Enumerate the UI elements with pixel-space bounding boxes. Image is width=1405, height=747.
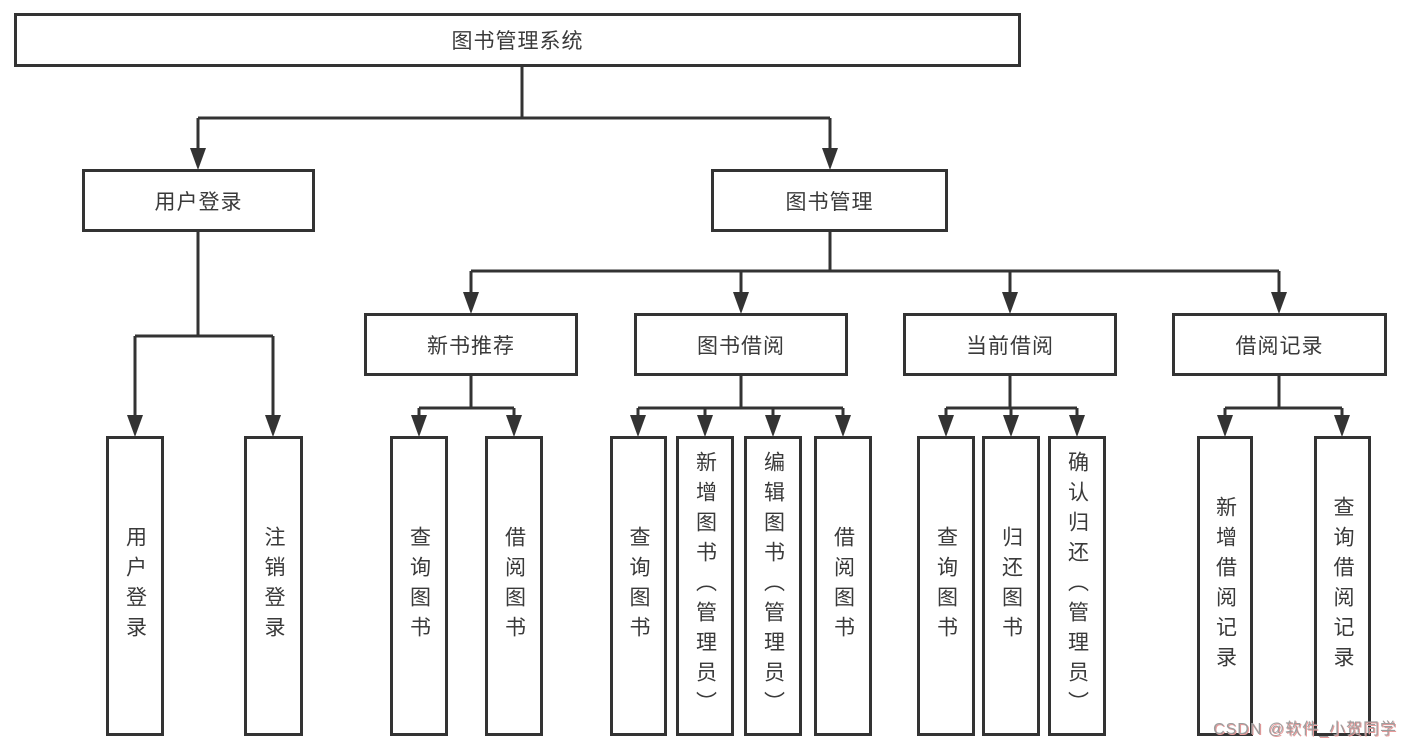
leaf-query-borrow-record: 查询借阅记录 <box>1314 436 1371 736</box>
leaf-query-books-recommend: 查询图书 <box>390 436 448 736</box>
node-new-book-recommendation: 新书推荐 <box>364 313 578 376</box>
leaf-logout-login-label: 注销登录 <box>262 526 285 646</box>
leaf-logout-login: 注销登录 <box>244 436 303 736</box>
node-library-management-system: 图书管理系统 <box>14 13 1021 67</box>
node-borrowing-records: 借阅记录 <box>1172 313 1387 376</box>
leaf-query-books-borrowing-label: 查询图书 <box>627 526 650 646</box>
node-user-login: 用户登录 <box>82 169 315 232</box>
node-book-management: 图书管理 <box>711 169 948 232</box>
leaf-confirm-return-admin: 确认归还（管理员） <box>1048 436 1106 736</box>
leaf-edit-books-admin-label: 编辑图书（管理员） <box>761 451 785 721</box>
leaf-query-books-borrowing: 查询图书 <box>610 436 667 736</box>
leaf-return-books-label: 归还图书 <box>999 526 1023 646</box>
csdn-watermark: CSDN @软件_小贺同学 <box>1213 721 1397 738</box>
tree-edges <box>133 67 1344 416</box>
node-current-borrowing: 当前借阅 <box>903 313 1117 376</box>
arrowheads <box>127 148 1350 437</box>
leaf-query-borrow-record-label: 查询借阅记录 <box>1331 496 1354 676</box>
leaf-borrow-books-recommend-label: 借阅图书 <box>502 526 526 646</box>
leaf-return-books: 归还图书 <box>982 436 1040 736</box>
leaf-user-login: 用户登录 <box>106 436 164 736</box>
leaf-confirm-return-admin-label: 确认归还（管理员） <box>1065 451 1089 721</box>
leaf-borrow-books-label: 借阅图书 <box>831 526 855 646</box>
leaf-add-borrow-record-label: 新增借阅记录 <box>1213 496 1237 676</box>
leaf-query-books-recommend-label: 查询图书 <box>407 526 431 646</box>
leaf-borrow-books: 借阅图书 <box>814 436 872 736</box>
node-book-borrowing: 图书借阅 <box>634 313 848 376</box>
leaf-edit-books-admin: 编辑图书（管理员） <box>744 436 802 736</box>
leaf-user-login-label: 用户登录 <box>123 526 147 646</box>
leaf-borrow-books-recommend: 借阅图书 <box>485 436 543 736</box>
leaf-add-borrow-record: 新增借阅记录 <box>1197 436 1253 736</box>
leaf-add-books-admin-label: 新增图书（管理员） <box>693 451 717 721</box>
leaf-query-books-current: 查询图书 <box>917 436 975 736</box>
leaf-add-books-admin: 新增图书（管理员） <box>676 436 734 736</box>
leaf-query-books-current-label: 查询图书 <box>934 526 958 646</box>
